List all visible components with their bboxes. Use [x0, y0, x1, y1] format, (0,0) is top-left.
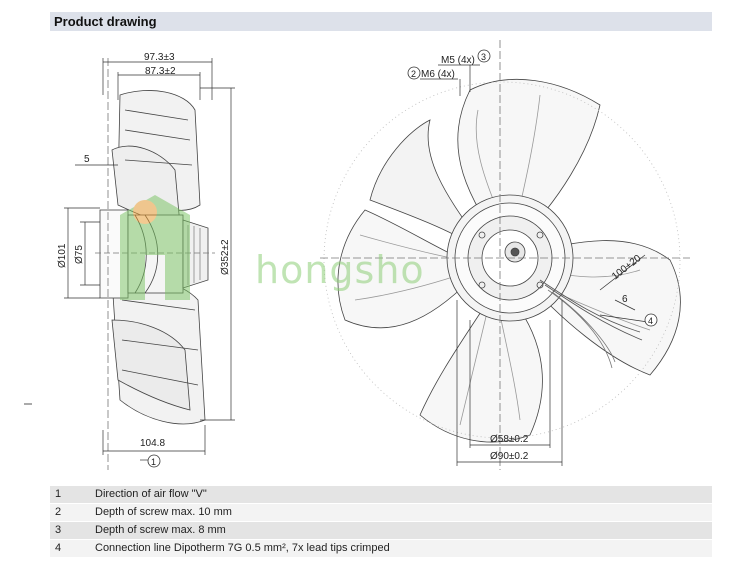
front-dimensions: [420, 64, 649, 466]
svg-text:3: 3: [481, 52, 486, 62]
section-header: Product drawing: [50, 12, 712, 31]
section-title: Product drawing: [54, 14, 157, 29]
dim-75: Ø75: [74, 245, 85, 264]
product-drawing: 97.3±3 87.3±2 5 Ø101 Ø75 Ø352±2 104.8 1: [24, 40, 690, 470]
legend-number: 1: [55, 488, 62, 500]
label-m5: M5 (4x): [441, 55, 475, 66]
legend-text: Depth of screw max. 10 mm: [95, 506, 232, 518]
dim-101: Ø101: [57, 243, 68, 268]
side-dimensions: [64, 58, 235, 461]
dim-6: 6: [622, 294, 628, 305]
dim-5: 5: [84, 154, 90, 165]
callout-2: 2: [407, 66, 421, 80]
dim-97: 97.3±3: [144, 52, 175, 63]
callout-4: 4: [644, 313, 658, 327]
legend-text: Depth of screw max. 8 mm: [95, 524, 226, 536]
dim-58: Ø58±0.2: [490, 434, 529, 445]
callout-1: 1: [147, 454, 161, 468]
legend-row: 4 Connection line Dipotherm 7G 0.5 mm², …: [50, 540, 712, 557]
legend-number: 4: [55, 542, 62, 554]
dim-352: Ø352±2: [220, 239, 231, 275]
svg-text:2: 2: [411, 69, 416, 79]
legend-row: 1 Direction of air flow "V": [50, 486, 712, 503]
watermark-text: hongsho: [255, 248, 425, 292]
legend-row: 2 Depth of screw max. 10 mm: [50, 504, 712, 521]
legend-number: 3: [55, 524, 62, 536]
legend-text: Direction of air flow "V": [95, 488, 207, 500]
front-view: [320, 40, 690, 470]
svg-text:1: 1: [151, 457, 156, 467]
dim-104: 104.8: [140, 438, 165, 449]
dim-87: 87.3±2: [145, 66, 176, 77]
legend-row: 3 Depth of screw max. 8 mm: [50, 522, 712, 539]
legend-number: 2: [55, 506, 62, 518]
legend-text: Connection line Dipotherm 7G 0.5 mm², 7x…: [95, 542, 390, 554]
callout-3: 3: [477, 49, 491, 63]
side-dimension-labels: 97.3±3 87.3±2 5 Ø101 Ø75 Ø352±2 104.8: [57, 52, 231, 449]
watermark-logo-icon: [120, 195, 190, 300]
label-m6: M6 (4x): [421, 69, 455, 80]
legend-table: 1 Direction of air flow "V" 2 Depth of s…: [50, 486, 712, 558]
side-view: [95, 58, 215, 470]
svg-text:4: 4: [648, 316, 653, 326]
dim-90: Ø90±0.2: [490, 451, 529, 462]
